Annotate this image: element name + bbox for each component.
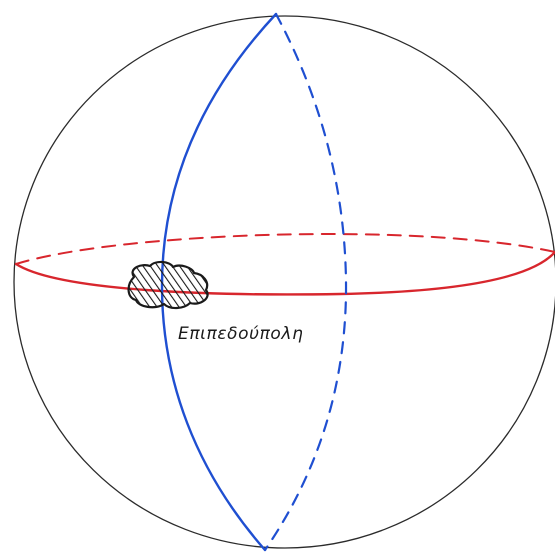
city-label: Επιπεδούπολη: [178, 324, 303, 344]
city-blob: [127, 260, 209, 310]
meridian-back-dashed: [263, 12, 348, 552]
sphere-outline: [13, 15, 555, 549]
equator-back-dashed: [15, 233, 555, 265]
equator-front-solid: [14, 250, 555, 296]
